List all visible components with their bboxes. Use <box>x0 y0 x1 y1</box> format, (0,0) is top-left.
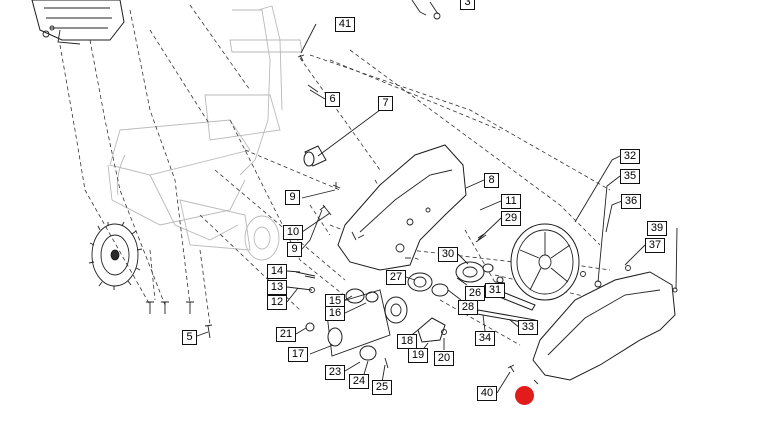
lower-drive-parts <box>295 271 447 369</box>
callout-16[interactable]: 16 <box>325 306 345 321</box>
callout-18[interactable]: 18 <box>397 334 417 349</box>
callout-29[interactable]: 29 <box>501 211 521 226</box>
inner-chain-case <box>337 144 467 271</box>
engine-housing <box>31 0 125 45</box>
callout-26[interactable]: 26 <box>465 286 485 301</box>
callout-20[interactable]: 20 <box>434 351 454 366</box>
callout-27[interactable]: 27 <box>386 270 406 285</box>
callout-37[interactable]: 37 <box>645 238 665 253</box>
callout-31[interactable]: 31 <box>485 283 505 298</box>
callout-21[interactable]: 21 <box>276 327 296 342</box>
callout-19[interactable]: 19 <box>408 348 428 363</box>
callout-30[interactable]: 30 <box>438 247 458 262</box>
callout-33[interactable]: 33 <box>518 320 538 335</box>
callout-10[interactable]: 10 <box>283 225 303 240</box>
callout-36[interactable]: 36 <box>621 194 641 209</box>
callout-5[interactable]: 5 <box>182 330 197 345</box>
callout-41[interactable]: 41 <box>335 17 355 32</box>
callout-8[interactable]: 8 <box>484 173 499 188</box>
bolt-40 <box>507 364 539 385</box>
callout-6[interactable]: 6 <box>325 92 340 107</box>
callout-39[interactable]: 39 <box>647 221 667 236</box>
callout-32[interactable]: 32 <box>620 149 640 164</box>
large-pulley <box>510 223 580 301</box>
callout-28[interactable]: 28 <box>458 300 478 315</box>
callout-7[interactable]: 7 <box>378 96 393 111</box>
tiller-frame-ghost <box>107 5 303 261</box>
callout-13[interactable]: 13 <box>267 280 287 295</box>
bushing-cylinder <box>303 145 327 167</box>
callout-17[interactable]: 17 <box>288 347 308 362</box>
callout-34[interactable]: 34 <box>475 331 495 346</box>
callout-23[interactable]: 23 <box>325 365 345 380</box>
callout-14[interactable]: 14 <box>267 264 287 279</box>
callout-15[interactable]: 15 <box>325 294 345 309</box>
frame-bolts <box>146 301 213 339</box>
callout-25[interactable]: 25 <box>372 380 392 395</box>
callout-12[interactable]: 12 <box>267 295 287 310</box>
callout-3[interactable]: 3 <box>460 0 475 10</box>
callout-9-lower[interactable]: 9 <box>287 242 302 257</box>
callout-11[interactable]: 11 <box>501 194 521 209</box>
callout-9-upper[interactable]: 9 <box>285 190 300 205</box>
callout-40[interactable]: 40 <box>477 386 497 401</box>
callout-35[interactable]: 35 <box>620 169 640 184</box>
outer-belt-guard <box>532 265 678 381</box>
hotspot-marker[interactable] <box>515 386 534 405</box>
wheel <box>88 221 143 290</box>
callout-24[interactable]: 24 <box>349 374 369 389</box>
